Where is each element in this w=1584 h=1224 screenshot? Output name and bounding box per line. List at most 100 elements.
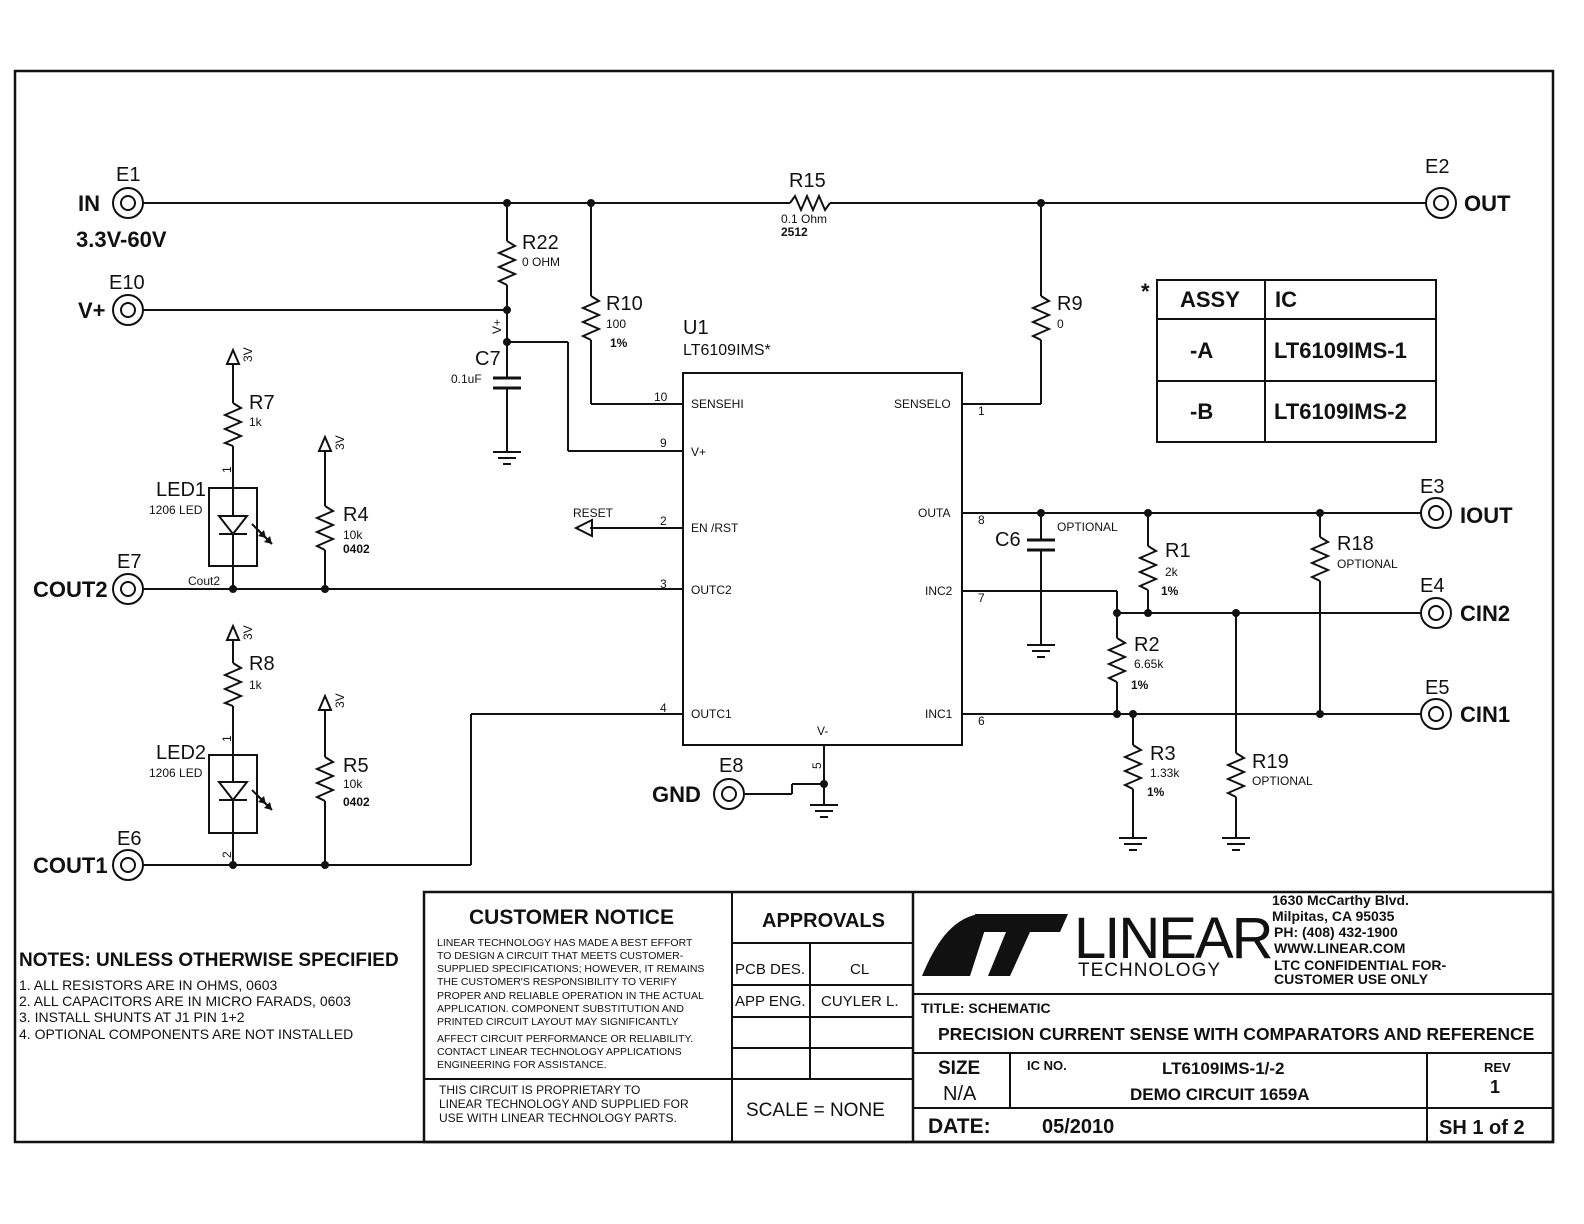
- ic-no-value: LT6109IMS-1/-2: [1162, 1059, 1285, 1078]
- pin-num-2: 2: [660, 514, 667, 528]
- r22-ref: R22: [522, 232, 559, 254]
- r1-value: 2k: [1165, 565, 1179, 579]
- pin-num-5: 5: [810, 762, 824, 769]
- svg-text:PRINTED CIRCUIT LAYOUT MAY SIG: PRINTED CIRCUIT LAYOUT MAY SIGNIFICANTLY: [437, 1016, 679, 1028]
- assy-row2-ic: LT6109IMS-2: [1274, 399, 1407, 424]
- notes-title: NOTES: UNLESS OTHERWISE SPECIFIED: [19, 950, 399, 971]
- pin-vminus: V-: [817, 724, 828, 738]
- assy-row1-ic: LT6109IMS-1: [1274, 338, 1407, 363]
- vplus-net: V+: [490, 319, 504, 334]
- ic-no-label: IC NO.: [1027, 1058, 1067, 1073]
- c6-ref: C6: [995, 529, 1021, 551]
- r15-value: 0.1 Ohm: [781, 212, 827, 226]
- e2-label: OUT: [1464, 191, 1511, 216]
- power-arrow-icon: [317, 434, 333, 452]
- svg-text:CONTACT LINEAR TECHNOLOGY APPL: CONTACT LINEAR TECHNOLOGY APPLICATIONS: [437, 1046, 682, 1058]
- r22-value: 0 OHM: [522, 255, 560, 269]
- reset-arrow-icon: [573, 518, 593, 538]
- led1-ref: LED1: [156, 479, 206, 501]
- assy-row1-assy: -A: [1190, 338, 1213, 363]
- power-arrow-icon: [225, 623, 241, 641]
- pin-inc2: INC2: [925, 584, 953, 598]
- ground-icon: [1119, 837, 1147, 851]
- c7-value: 0.1uF: [451, 372, 482, 386]
- c6-value: OPTIONAL: [1057, 520, 1118, 534]
- power-arrow-icon: [225, 347, 241, 365]
- net-3v: 3V: [241, 347, 255, 362]
- r2-ref: R2: [1134, 634, 1160, 656]
- ground-icon: [1027, 644, 1055, 658]
- note-item: 4. OPTIONAL COMPONENTS ARE NOT INSTALLED: [19, 1026, 353, 1042]
- svg-text:Milpitas, CA 95035: Milpitas, CA 95035: [1272, 908, 1395, 924]
- size-label: SIZE: [938, 1058, 980, 1079]
- svg-text:SUPPLIED SPECIFICATIONS; HOWEV: SUPPLIED SPECIFICATIONS; HOWEVER, IT REM…: [437, 963, 704, 975]
- app-eng-label: APP ENG.: [735, 993, 806, 1010]
- linear-logo: LINEAR TECHNOLOGY: [922, 906, 1274, 981]
- terminal-rings: [112, 187, 1457, 881]
- assy-header-ic: IC: [1275, 287, 1297, 312]
- led1-pin1: 1: [220, 466, 234, 473]
- e1-label: IN: [78, 191, 100, 216]
- r3-value: 1.33k: [1150, 766, 1180, 780]
- demo-circuit: DEMO CIRCUIT 1659A: [1130, 1085, 1309, 1104]
- u1-body: [682, 372, 963, 746]
- svg-text:LINEAR TECHNOLOGY HAS MADE A B: LINEAR TECHNOLOGY HAS MADE A BEST EFFORT: [437, 937, 693, 949]
- e5-ref: E5: [1425, 677, 1449, 699]
- r7-value: 1k: [249, 415, 263, 429]
- assy-star: *: [1141, 279, 1150, 304]
- e7-ref: E7: [117, 551, 141, 573]
- pcb-des-label: PCB DES.: [735, 961, 805, 978]
- sheet-number: SH 1 of 2: [1439, 1117, 1525, 1139]
- svg-text:PROPER AND RELIABLE OPERATION: PROPER AND RELIABLE OPERATION IN THE ACT…: [437, 990, 704, 1002]
- r1-tol: 1%: [1161, 584, 1179, 598]
- svg-text:THE CUSTOMER'S RESPONSIBILITY: THE CUSTOMER'S RESPONSIBILITY TO VERIFY: [437, 976, 677, 988]
- r10-ref: R10: [606, 293, 643, 315]
- pin-inc1: INC1: [925, 707, 953, 721]
- svg-text:THIS CIRCUIT IS PROPRIETARY TO: THIS CIRCUIT IS PROPRIETARY TO: [439, 1083, 640, 1097]
- app-eng-value: CUYLER L.: [821, 993, 899, 1010]
- pin-outa: OUTA: [918, 506, 950, 520]
- assy-header-assy: ASSY: [1180, 287, 1240, 312]
- terminal-icon: [1420, 597, 1452, 629]
- scale: SCALE = NONE: [746, 1100, 885, 1121]
- e6-label: COUT1: [33, 853, 108, 878]
- e4-ref: E4: [1420, 575, 1444, 597]
- rev-label: REV: [1484, 1060, 1511, 1075]
- e10-ref: E10: [109, 272, 145, 294]
- pin-outc1: OUTC1: [691, 707, 732, 721]
- r10-value: 100: [606, 317, 626, 331]
- e8-ref: E8: [719, 755, 743, 777]
- svg-text:LINEAR TECHNOLOGY AND SUPPLIED: LINEAR TECHNOLOGY AND SUPPLIED FOR: [439, 1097, 689, 1111]
- date-label: DATE:: [928, 1115, 991, 1138]
- pin-senselo: SENSELO: [894, 397, 951, 411]
- terminal-icon: [112, 849, 144, 881]
- pin-num-3: 3: [660, 577, 667, 591]
- customer-notice-title: CUSTOMER NOTICE: [469, 906, 674, 929]
- led1-symbol: [208, 487, 273, 567]
- r9-ref: R9: [1057, 293, 1083, 315]
- pin-num-8: 8: [978, 513, 985, 527]
- r4-ref: R4: [343, 504, 369, 526]
- r2-value: 6.65k: [1134, 657, 1164, 671]
- svg-text:WWW.LINEAR.COM: WWW.LINEAR.COM: [1274, 940, 1405, 956]
- ground-icon: [1222, 837, 1250, 851]
- terminal-icon: [112, 573, 144, 605]
- pin-vplus: V+: [691, 445, 706, 459]
- svg-text:1630 McCarthy Blvd.: 1630 McCarthy Blvd.: [1272, 892, 1409, 908]
- approvals-title: APPROVALS: [762, 910, 885, 932]
- r2-tol: 1%: [1131, 678, 1149, 692]
- r18-value: OPTIONAL: [1337, 557, 1398, 571]
- pin-enrst: EN /RST: [691, 521, 739, 535]
- e4-label: CIN2: [1460, 601, 1510, 626]
- power-arrow-icon: [317, 693, 333, 711]
- svg-text:CUSTOMER USE ONLY: CUSTOMER USE ONLY: [1274, 971, 1429, 987]
- terminal-icon: [1420, 497, 1452, 529]
- assy-table: [1156, 279, 1437, 443]
- net-3v: 3V: [333, 693, 347, 708]
- r5-pkg: 0402: [343, 795, 370, 809]
- terminal-icon: [1420, 698, 1452, 730]
- r3-tol: 1%: [1147, 785, 1165, 799]
- e10-label: V+: [78, 298, 106, 323]
- pcb-des-value: CL: [850, 961, 869, 978]
- svg-text:LTC CONFIDENTIAL FOR-: LTC CONFIDENTIAL FOR-: [1274, 957, 1446, 973]
